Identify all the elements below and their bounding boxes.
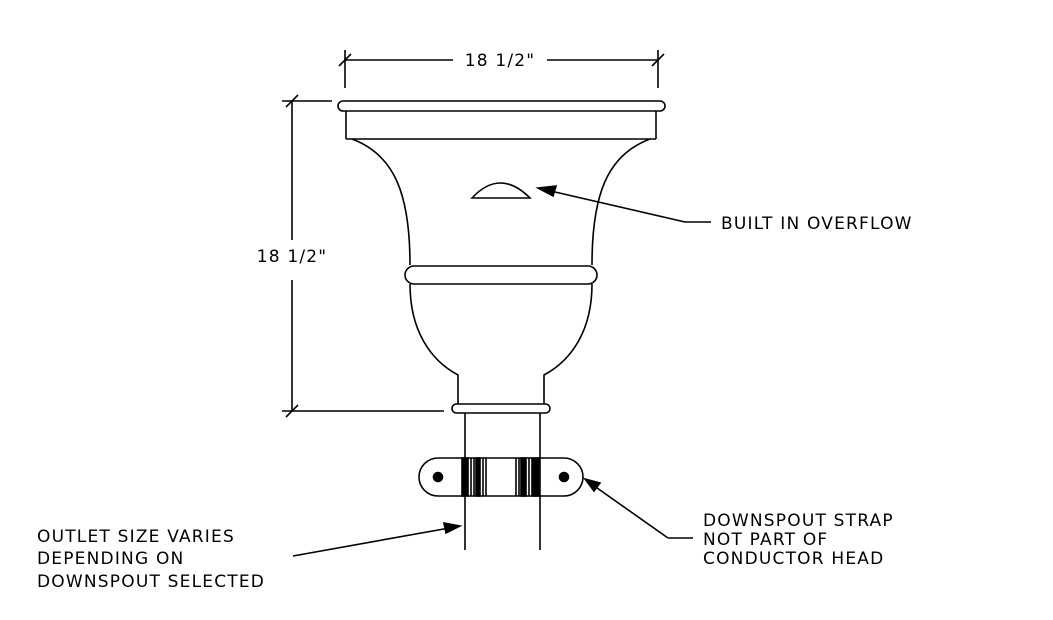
- outlet-label-line-2: DEPENDING ON: [37, 549, 184, 569]
- width-dimension: 18 1/2": [338, 50, 665, 88]
- outlet-label-line-1: OUTLET SIZE VARIES: [37, 527, 235, 547]
- strap-label-line-2: NOT PART OF: [703, 530, 828, 550]
- strap-leader: [582, 477, 693, 539]
- overflow-opening: [470, 182, 532, 199]
- outlet-label-line-3: DOWNSPOUT SELECTED: [37, 572, 265, 592]
- strap-band-right: [515, 457, 540, 497]
- overflow-leader: [535, 185, 711, 223]
- downspout-strap: [418, 457, 584, 497]
- overflow-label: BUILT IN OVERFLOW: [721, 214, 913, 234]
- width-dimension-label: 18 1/2": [465, 51, 536, 71]
- height-dimension-label: 18 1/2": [257, 247, 328, 267]
- outlet-leader: [292, 521, 463, 557]
- strap-band-left: [461, 457, 487, 497]
- strap-label-line-1: DOWNSPOUT STRAP: [703, 511, 894, 531]
- strap-label-line-3: CONDUCTOR HEAD: [703, 549, 884, 569]
- height-dimension: 18 1/2": [257, 94, 444, 418]
- conductor-head: [337, 100, 666, 414]
